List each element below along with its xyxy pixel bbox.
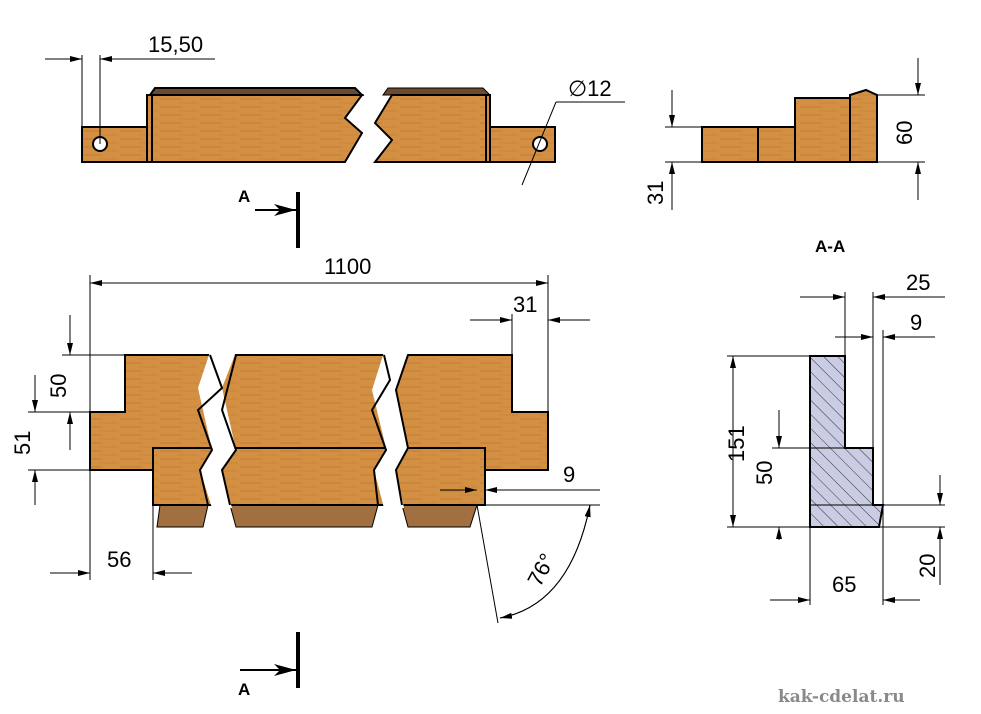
- watermark: kak-cdelat.ru: [778, 687, 905, 707]
- section-label-top: A: [238, 187, 250, 206]
- dim-end-step: 31: [513, 292, 537, 317]
- top-board-edge-right: [382, 87, 492, 96]
- section-profile: [809, 355, 885, 528]
- dim-hole-diameter: ∅12: [568, 76, 612, 101]
- dim-side-60: 60: [892, 121, 917, 145]
- top-board-edge: [148, 87, 365, 96]
- front-view: 1100 31 50 51 56 9 76° A: [10, 254, 600, 699]
- section-label-bottom: A: [238, 680, 250, 699]
- section-title: A-A: [815, 237, 845, 256]
- dim-length: 1100: [324, 254, 371, 279]
- dim-mid-height: 50: [752, 461, 777, 485]
- dim-step: 9: [910, 310, 922, 335]
- dim-total-height: 151: [724, 425, 749, 462]
- side-view: 31 60: [643, 58, 925, 210]
- dim-strip-offset: 56: [107, 547, 131, 572]
- dim-base-width: 65: [832, 572, 856, 597]
- dim-top-width: 25: [906, 270, 930, 295]
- dim-bottom-height: 20: [915, 554, 940, 578]
- dim-strip-overhang: 9: [563, 462, 575, 487]
- dim-side-31: 31: [643, 181, 668, 205]
- dim-upper-height: 50: [46, 374, 71, 398]
- hole-right: [532, 136, 548, 152]
- dim-angle: 76°: [522, 549, 560, 590]
- dim-hole-offset: 15,50: [148, 32, 203, 57]
- board-right-part: [372, 94, 491, 163]
- board-left-part: [146, 94, 364, 163]
- section-view: A-A 25 9 151 50 20 65: [724, 237, 945, 605]
- top-view: 15,50 ∅12 A: [45, 32, 625, 248]
- dim-lower-height: 51: [10, 431, 35, 455]
